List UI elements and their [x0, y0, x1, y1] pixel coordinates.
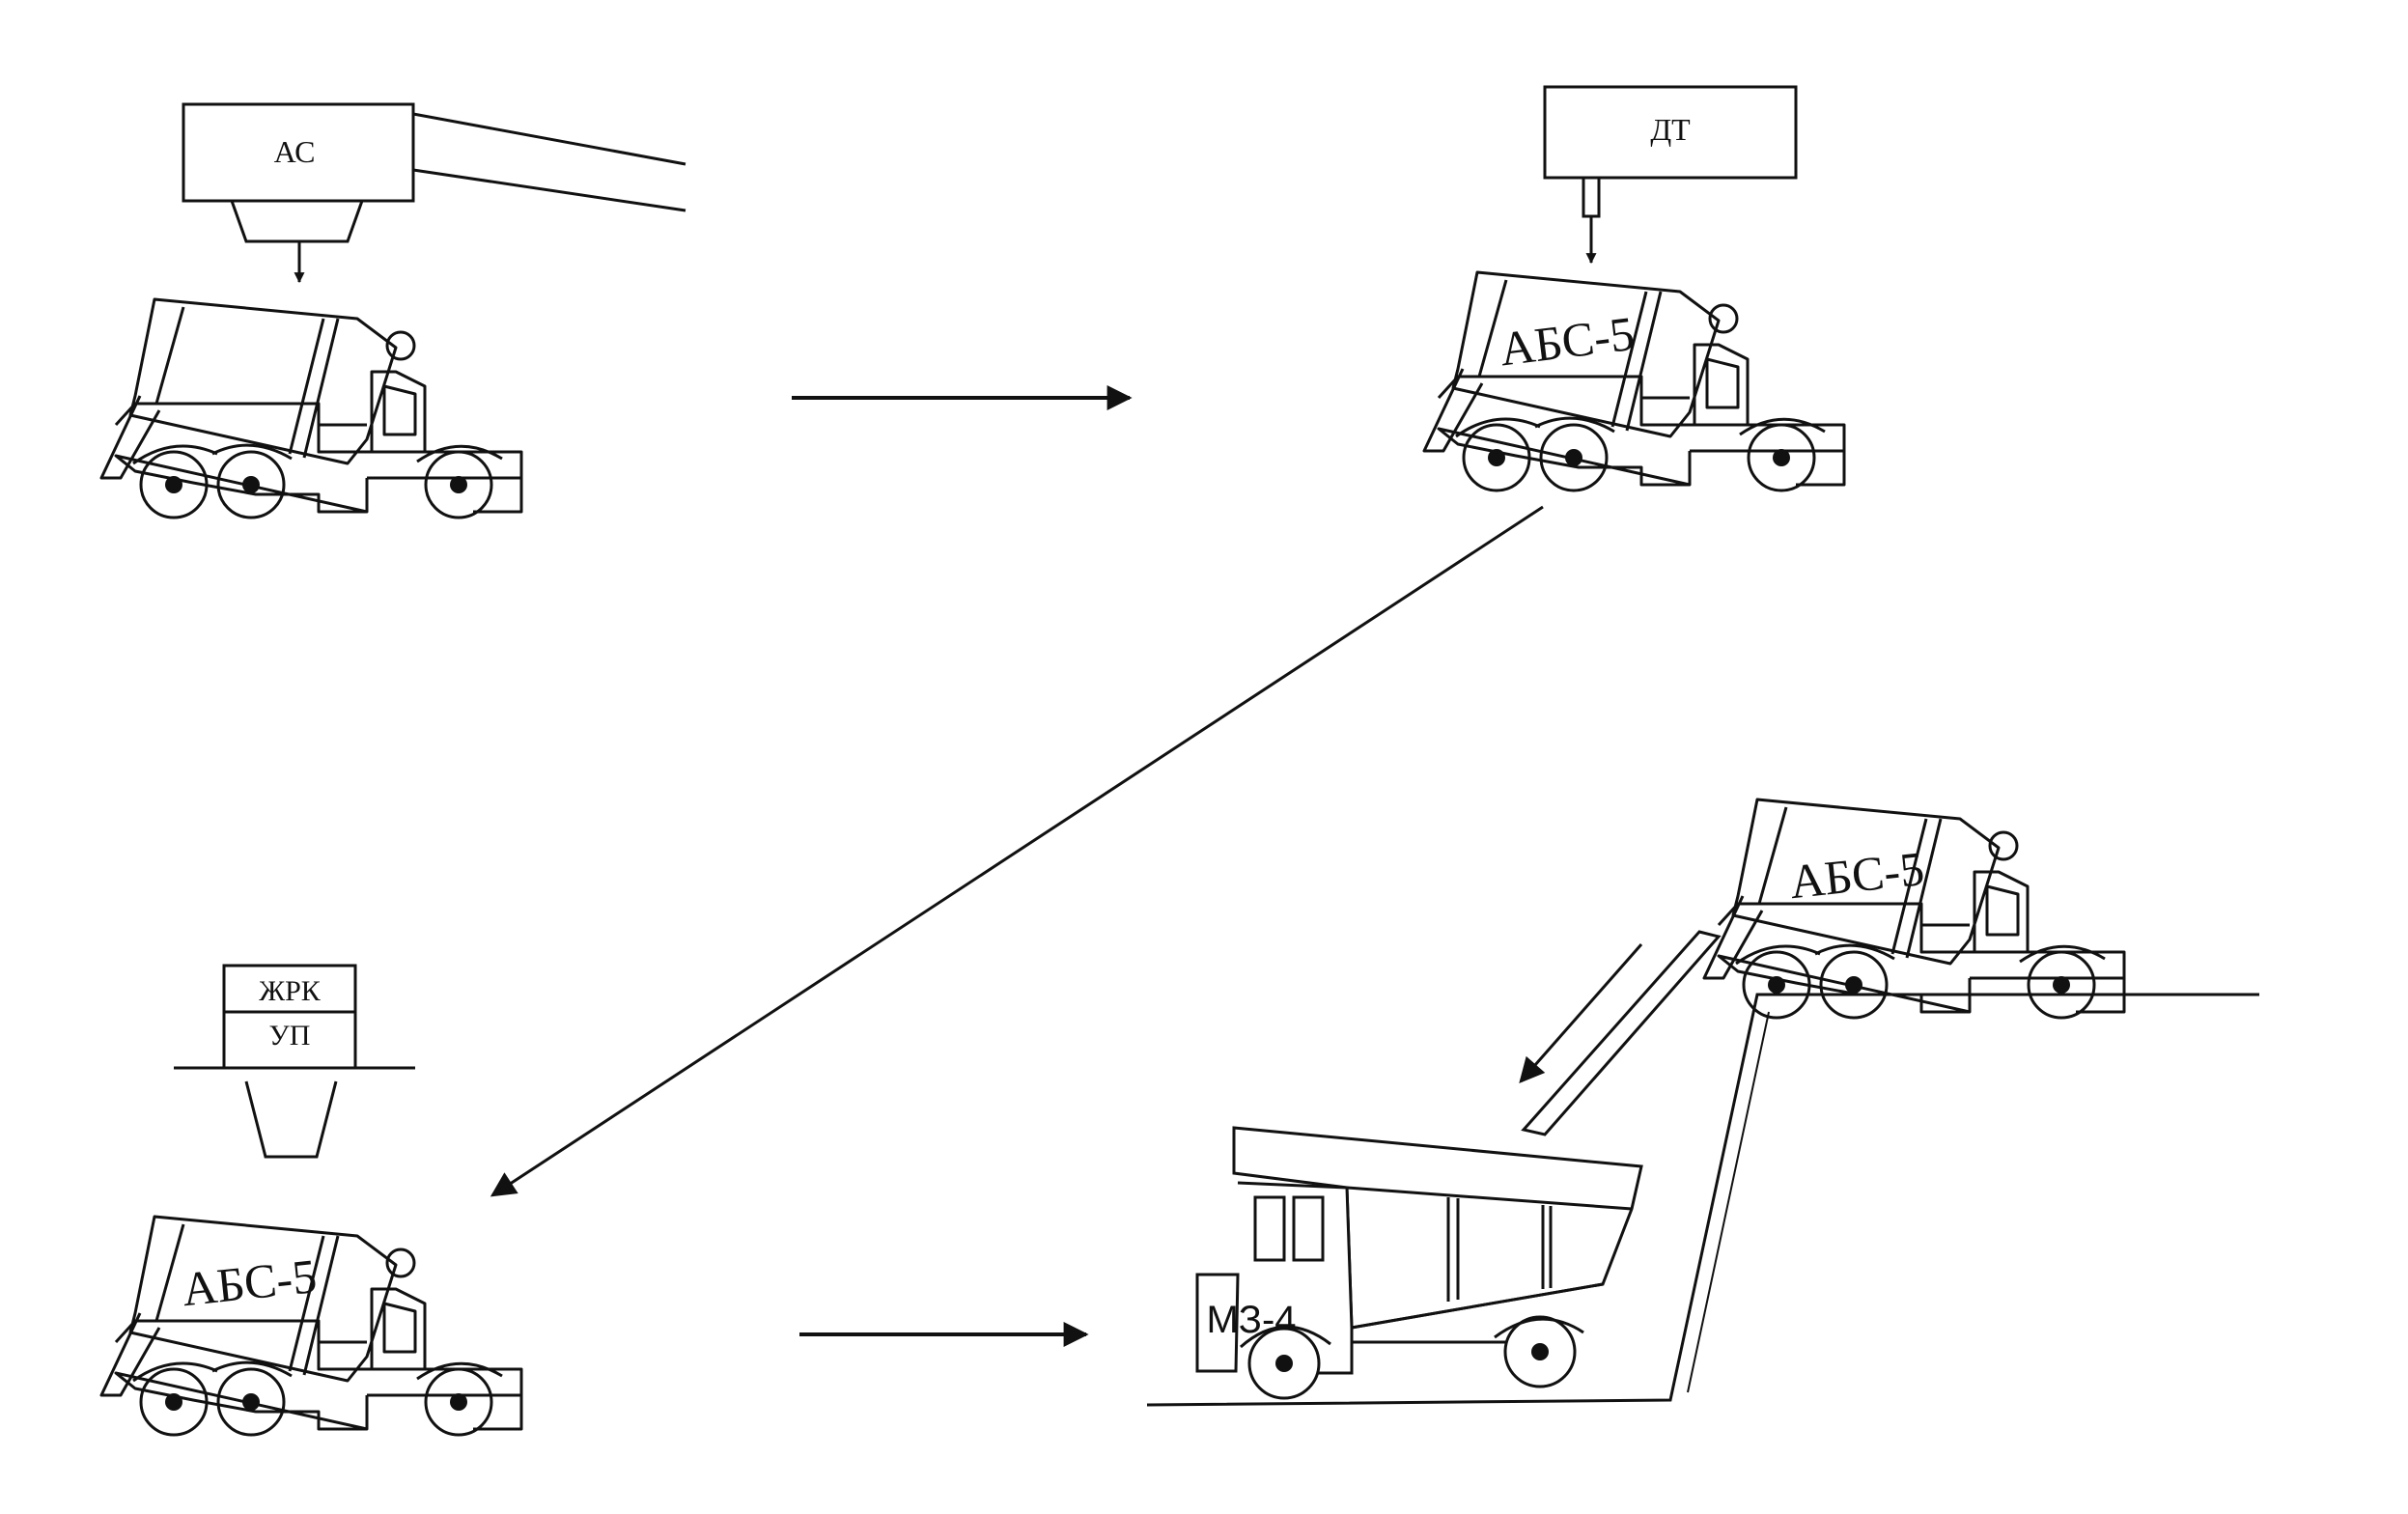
loading-station: АС [182, 102, 686, 284]
dosing-unit-label: ДТ [1650, 112, 1691, 147]
reception-lower-box [222, 1010, 357, 1070]
unloading-site [1146, 993, 2259, 1407]
dosing-unit-nozzle [1582, 176, 1601, 218]
reception-hopper [244, 1080, 338, 1159]
loading-station-box [182, 102, 415, 203]
discharge-chute [1521, 930, 1722, 1136]
flow-arrow-2-to-3 [490, 505, 1544, 1197]
mixer-truck-dosing: АБС-5 [1422, 270, 1846, 492]
dosing-unit: ДТ [1543, 85, 1798, 265]
unloading-ramp [1146, 993, 2259, 1407]
loading-station-hopper [230, 200, 364, 243]
reception-block: ЖРК УП [174, 964, 415, 1159]
reception-lower-label: УП [269, 1020, 311, 1051]
unloading-ramp-inner [1687, 1011, 1770, 1393]
mixer-truck-reception: АБС-5 [99, 1215, 523, 1437]
mixer-truck-loading [99, 297, 523, 519]
mixer-truck-plate: АБС-5 [180, 1248, 320, 1316]
discharge-flow-arrow [1519, 943, 1643, 1083]
mixer-truck-plate: АБС-5 [1497, 306, 1637, 377]
conveyor-boom [412, 112, 686, 212]
reception-upper-box [222, 964, 357, 1014]
loading-station-label: АС [274, 134, 316, 169]
dump-truck: МЗ-4 [1195, 1126, 1643, 1400]
reception-upper-label: ЖРК [259, 975, 322, 1007]
dosing-unit-box [1543, 85, 1798, 180]
mixer-truck-unloading: АБС-5 [1702, 798, 2126, 1020]
